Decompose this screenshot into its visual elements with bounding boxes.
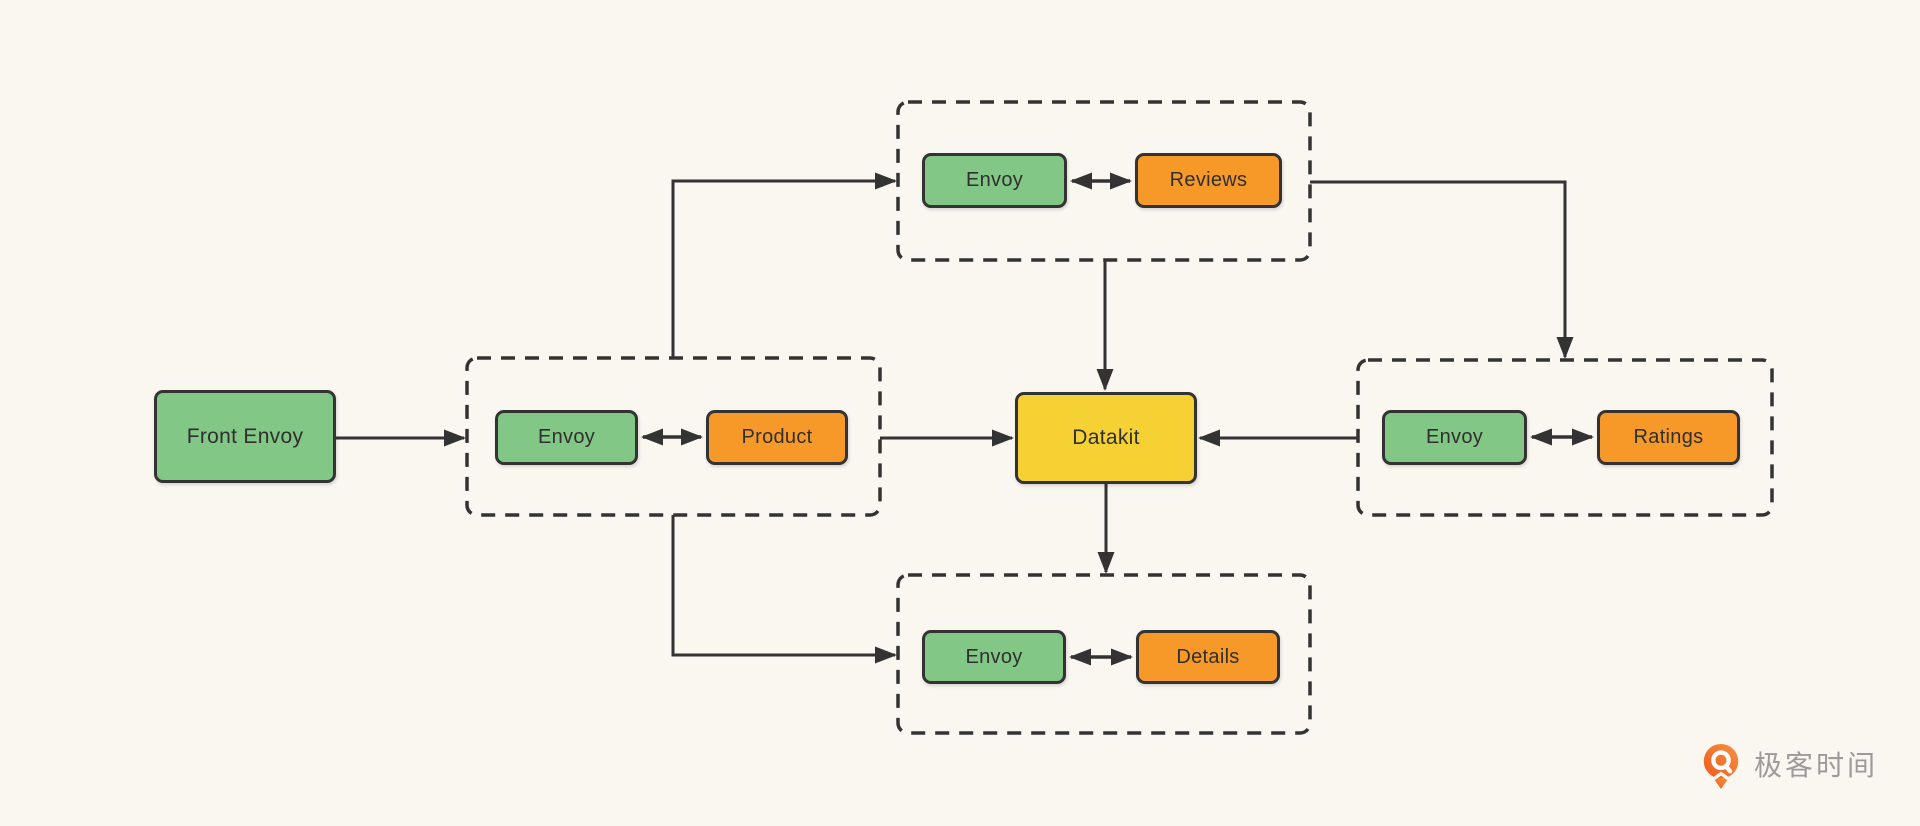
reviews-envoy-label: Envoy [965, 169, 1024, 191]
product-envoy-label: Envoy [537, 426, 596, 448]
node-details-envoy: Envoy [922, 630, 1066, 684]
brand-logo: 极客时间 [1698, 742, 1878, 790]
node-ratings-service: Ratings [1597, 410, 1740, 465]
front-envoy-label: Front Envoy [186, 424, 304, 448]
node-datakit: Datakit [1015, 392, 1197, 484]
node-reviews-service: Reviews [1135, 153, 1282, 208]
edge-product-group-to-details-group [671, 515, 897, 664]
details-envoy-label: Envoy [965, 645, 1023, 668]
ratings-service-label: Ratings [1633, 426, 1704, 448]
ratings-envoy-label: Envoy [1425, 426, 1484, 448]
node-product-envoy: Envoy [495, 410, 638, 465]
node-ratings-envoy: Envoy [1382, 410, 1527, 465]
details-group-border [896, 573, 1312, 735]
geektime-pin-icon [1703, 743, 1739, 789]
brand-logo-text: 极客时间 [1754, 750, 1879, 781]
node-front-envoy: Front Envoy [154, 390, 336, 483]
datakit-label: Datakit [1072, 426, 1140, 449]
product-service-label: Product [741, 426, 813, 448]
edge-product-group-to-reviews-group [671, 172, 897, 358]
node-reviews-envoy: Envoy [922, 153, 1067, 208]
node-details-service: Details [1136, 630, 1280, 684]
reviews-service-label: Reviews [1169, 169, 1248, 191]
node-product-service: Product [706, 410, 848, 465]
details-service-label: Details [1176, 645, 1240, 668]
edge-reviews-group-to-ratings-group [1310, 180, 1574, 359]
